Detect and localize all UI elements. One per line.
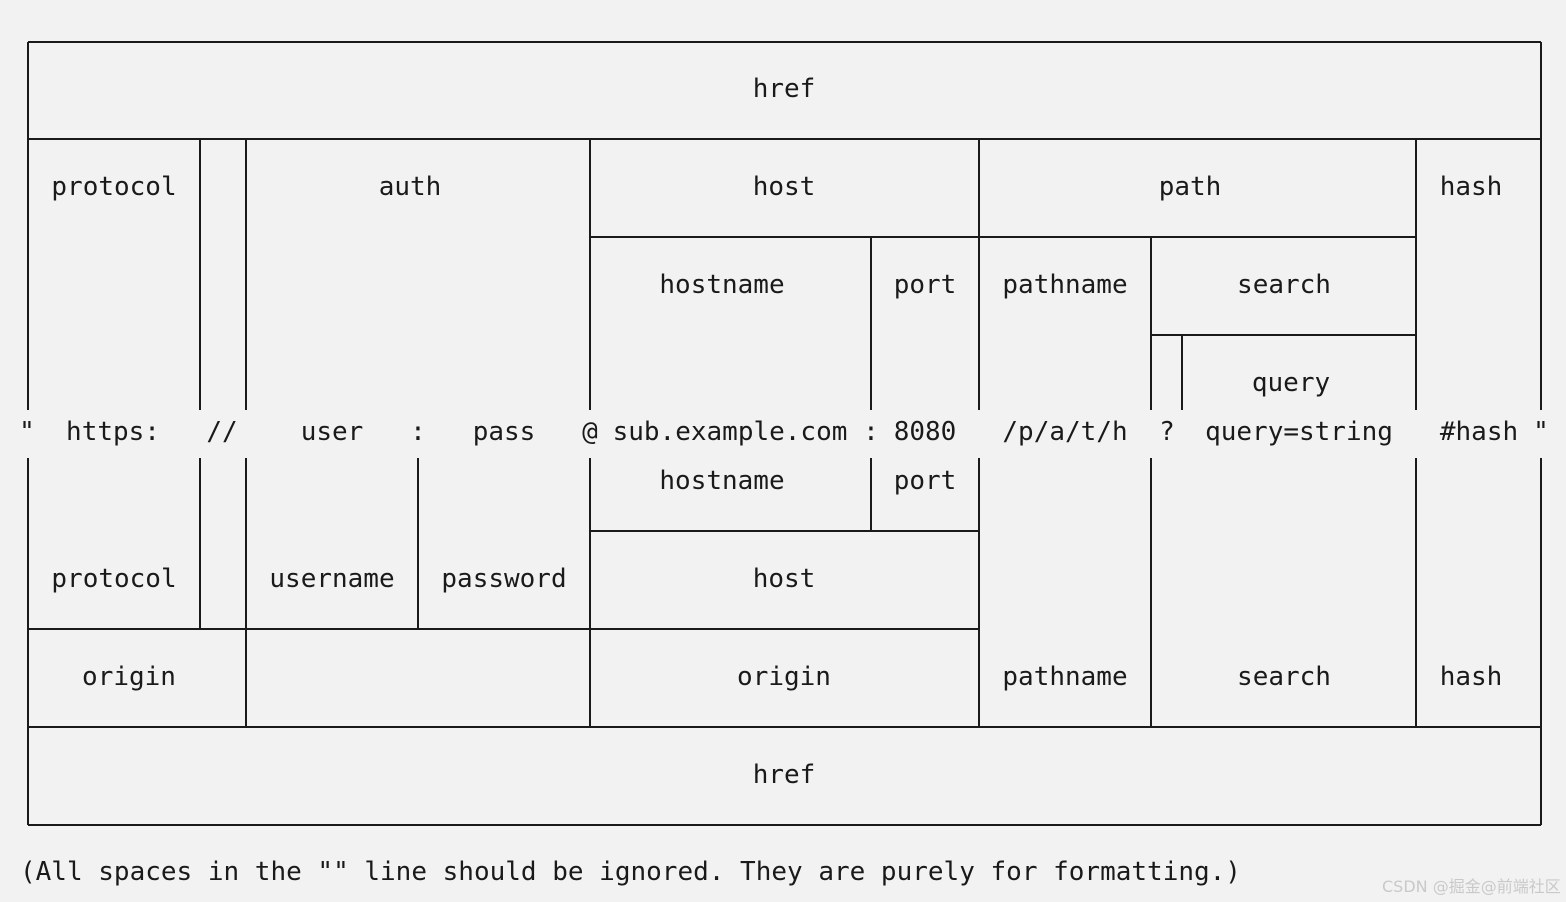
href-bottom-label: href <box>752 760 816 790</box>
hash-top-label: hash <box>1439 172 1503 202</box>
url-question-mark: ? <box>1159 417 1175 447</box>
url-colon-host-port: : <box>863 417 879 447</box>
pathname-bottom-label: pathname <box>1002 662 1128 692</box>
port-bottom-label: port <box>893 466 957 496</box>
path-label: path <box>1158 172 1222 202</box>
url-at: @ <box>582 417 598 447</box>
host-top-label: host <box>752 172 816 202</box>
watermark: CSDN @掘金@前端社区 <box>1382 877 1561 896</box>
hash-bottom-label: hash <box>1439 662 1503 692</box>
url-pass: pass <box>472 417 536 447</box>
url-user: user <box>300 417 364 447</box>
url-colon-user-pass: : <box>410 417 426 447</box>
search-top-label: search <box>1237 270 1331 300</box>
url-port: 8080 <box>893 417 957 447</box>
url-hostname: sub.example.com <box>612 417 848 447</box>
host-bottom-label: host <box>752 564 816 594</box>
url-open-quote: " <box>19 417 35 447</box>
pathname-top-label: pathname <box>1002 270 1128 300</box>
url-hash: #hash <box>1439 417 1519 447</box>
hostname-top-label: hostname <box>659 270 785 300</box>
protocol-bottom-label: protocol <box>51 564 177 594</box>
hostname-bottom-label: hostname <box>659 466 785 496</box>
auth-label: auth <box>378 172 442 202</box>
url-path: /p/a/t/h <box>1002 417 1128 447</box>
port-top-label: port <box>893 270 957 300</box>
username-label: username <box>269 564 395 594</box>
footnote: (All spaces in the "" line should be ign… <box>20 857 1241 887</box>
url-query: query=string <box>1205 417 1393 447</box>
origin-left-label: origin <box>82 662 176 692</box>
href-top-label: href <box>752 74 816 104</box>
protocol-top-label: protocol <box>51 172 177 202</box>
search-bottom-label: search <box>1237 662 1331 692</box>
url-close-quote: " <box>1533 417 1549 447</box>
url-slashes: // <box>206 417 238 447</box>
query-label: query <box>1251 368 1331 398</box>
password-label: password <box>441 564 567 594</box>
url-protocol: https: <box>66 417 160 447</box>
origin-right-label: origin <box>737 662 831 692</box>
